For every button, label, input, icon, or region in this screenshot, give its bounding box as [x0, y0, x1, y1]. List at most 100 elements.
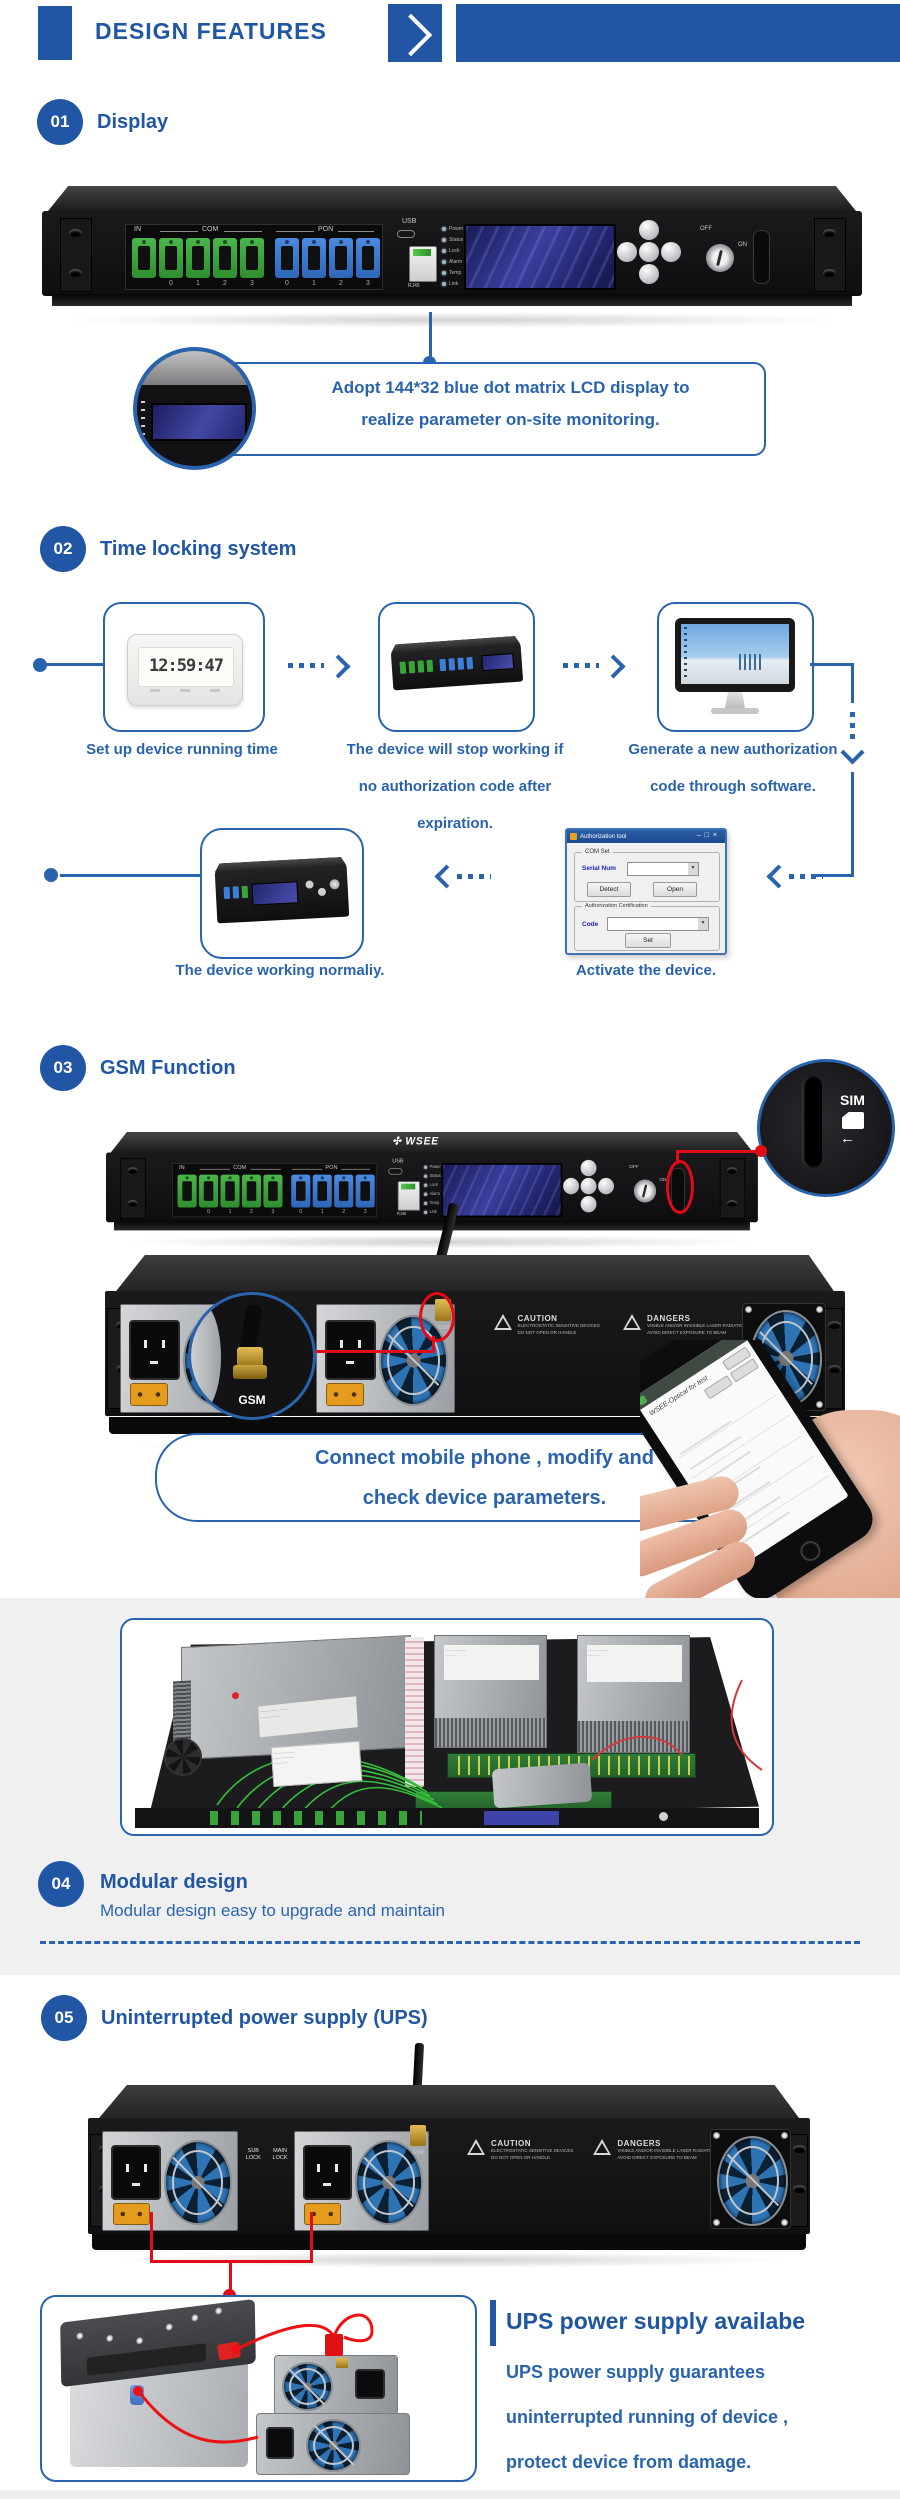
- flow-line: [851, 772, 854, 876]
- power-module: [315, 1304, 455, 1413]
- module-label: ____ _______ ___: [586, 1645, 682, 1682]
- fan: [163, 2140, 232, 2225]
- monitor-base: [711, 708, 759, 714]
- warning-triangle-icon: [593, 2139, 612, 2156]
- fiber-port: [132, 238, 156, 278]
- caution-line: DO NOT OPEN OR HANDLE: [491, 2155, 550, 2160]
- enter-button: [639, 242, 659, 262]
- section3-title: GSM Function: [100, 1057, 236, 1079]
- heatsink: [578, 1721, 689, 1752]
- com-group-label: COM: [202, 226, 219, 233]
- lcd-closeup: [151, 403, 247, 441]
- down-button: [580, 1195, 597, 1213]
- left-button: [563, 1177, 580, 1195]
- usb-port: [397, 230, 415, 238]
- app-icon: [570, 833, 577, 840]
- led-indicator: Link: [424, 1208, 437, 1215]
- dangers-title: DANGERS: [617, 2139, 661, 2149]
- step-box-device-working: [200, 828, 364, 959]
- section4-subtitle: Modular design easy to upgrade and maint…: [100, 1901, 445, 1920]
- dangers-line: VISIBLE AND/OR INVISIBLE LASER RADIATION: [647, 1322, 747, 1328]
- close-icon: ×: [712, 832, 721, 839]
- sub-lock-label: SUB LOCK: [245, 2148, 261, 2162]
- callout-text-line2: realize parameter on-site monitoring.: [361, 410, 660, 429]
- dotted-arrow: [457, 874, 491, 879]
- section5-number: 05: [41, 1995, 87, 2041]
- device-top-face: [116, 1255, 834, 1292]
- dangers-line: AVOID DIRECT EXPOSURE TO BEAM: [617, 2155, 697, 2160]
- group-legend: COM Set: [582, 849, 613, 855]
- minimize-icon: –: [696, 832, 705, 839]
- caution-line: ELECTROSTATIC SENSITIVE DEVICES: [491, 2148, 574, 2154]
- led-indicator: Alarm: [424, 1190, 440, 1197]
- serial-num-label: Serial Num: [582, 865, 616, 872]
- flow-line: [851, 663, 854, 703]
- dangers-block: DANGERS VISIBLE AND/OR INVISIBLE LASER R…: [593, 2139, 717, 2162]
- computer-monitor: [675, 618, 795, 692]
- sma-connector: [237, 1347, 263, 1367]
- key-switch: [633, 1179, 657, 1203]
- maximize-icon: □: [704, 832, 713, 839]
- step-box-device: [378, 602, 535, 732]
- header-accent-square: [38, 6, 72, 60]
- sim-callout-line: [676, 1150, 762, 1153]
- rj45-port: [397, 1181, 421, 1211]
- power-module-main: [293, 2130, 430, 2231]
- bubble-line2: check device parameters.: [362, 1487, 607, 1509]
- device-top-face: [110, 1132, 754, 1153]
- usb-label: USB: [392, 1158, 404, 1164]
- up-button: [639, 220, 659, 240]
- device-bottom-edge: [52, 294, 852, 306]
- led-indicator: Power: [442, 224, 463, 233]
- step-caption: no authorization code after: [358, 778, 552, 795]
- header-bar: [456, 4, 900, 62]
- ups-body-line: UPS power supply guarantees: [506, 2362, 766, 2382]
- fiber-port: 0: [275, 238, 299, 287]
- section4-title: Modular design: [100, 1871, 248, 1893]
- mini-device: [391, 644, 524, 691]
- caution-block: CAUTION ELECTROSTATIC SENSITIVE DEVICES …: [467, 2139, 573, 2162]
- arrow-right-icon: [601, 654, 626, 679]
- sma-nut: [233, 1365, 267, 1379]
- step-caption: Set up device running time: [86, 741, 278, 758]
- home-button: [796, 1537, 825, 1565]
- bubble-line1: Connect mobile phone , modify and: [315, 1447, 654, 1469]
- step-caption: Generate a new authorization: [628, 741, 838, 758]
- gold-contact: [336, 2358, 349, 2368]
- dotted-arrow: [789, 874, 823, 879]
- fiber-port: 3: [263, 1174, 283, 1215]
- arrow-left-icon: [434, 864, 459, 889]
- warning-triangle-icon: [623, 1313, 641, 1330]
- fiber-port: 3: [240, 238, 264, 287]
- fan: [305, 2418, 362, 2472]
- fan: [282, 2361, 333, 2412]
- fiber-port: 3: [355, 1174, 375, 1215]
- pon-group-label: PON: [318, 226, 334, 233]
- ribbon-cable: [404, 1637, 425, 1787]
- dotted-arrow: [563, 663, 599, 668]
- open-button: Open: [653, 882, 697, 897]
- step-caption: The device will stop working if: [346, 741, 564, 758]
- fiber-port: 1: [186, 238, 210, 287]
- com-set-group: COM Set Serial Num Detect Open: [574, 849, 720, 902]
- dc-connector: [326, 1383, 365, 1407]
- usb-port: [388, 1168, 403, 1175]
- led-indicator: Alarm: [442, 257, 462, 266]
- psu-module: ____ _______ ___: [434, 1634, 547, 1749]
- fiber-port: 0: [199, 1174, 219, 1215]
- fiber-port: 2: [213, 238, 237, 287]
- enter-button: [580, 1177, 597, 1195]
- section3-number: 03: [40, 1045, 86, 1091]
- right-button: [661, 242, 681, 262]
- power-inlet: [325, 1320, 376, 1380]
- dotted-arrow-down: [850, 712, 855, 740]
- fiber-port: 0: [159, 238, 183, 287]
- warning-triangle-icon: [493, 1313, 512, 1330]
- internal-chassis-photo: ____ ____ ____ ____ ____ ____ _______ __…: [120, 1618, 774, 1836]
- code-label: Code: [582, 921, 599, 928]
- lcd-zoom-bubble: [133, 347, 256, 470]
